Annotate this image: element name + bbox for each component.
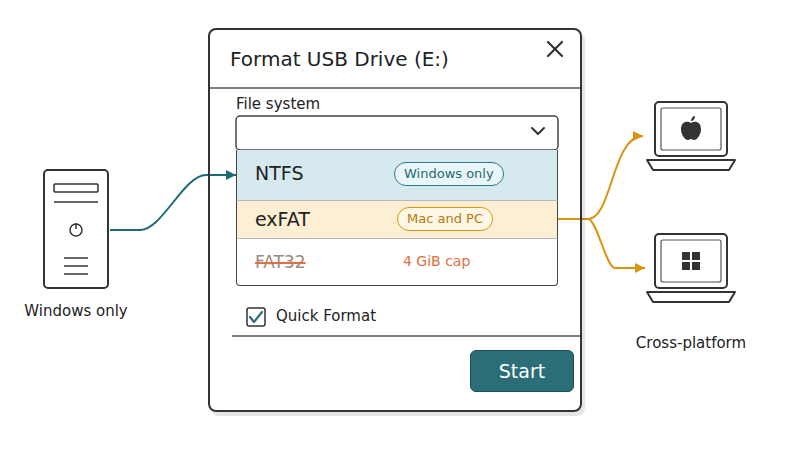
start-button: Start [470, 350, 574, 392]
node-text: NTFS [255, 162, 303, 185]
field-label: File system [236, 95, 320, 113]
node-text: 4 GiB cap [403, 253, 470, 270]
node-caption: Windows only [24, 302, 127, 320]
option-row: Mac and PC exFAT [236, 200, 558, 238]
checkbox-label: Quick Format [276, 307, 376, 325]
branch-arrow [588, 136, 643, 219]
tower-outline [42, 168, 110, 292]
dialog-window: Windows only NTFS Mac and PC exFAT FAT32 4 Gi… [208, 28, 582, 412]
option-row: FAT32 4 GiB cap [236, 238, 558, 286]
badge-pill: Windows only [394, 162, 504, 186]
laptop-outline [645, 230, 737, 306]
option-row: Windows only NTFS [236, 150, 558, 200]
node-text: exFAT [255, 208, 310, 231]
badge-pill: Mac and PC [397, 207, 493, 231]
node-text: Format USB Drive (E:) [230, 47, 449, 71]
node-text: Windows only [404, 166, 494, 182]
close-icon [548, 42, 562, 56]
node-text: Mac and PC [407, 211, 483, 227]
checkmark [250, 312, 262, 322]
dropdown-box [236, 116, 558, 150]
desktop-tower: Windows only [42, 168, 110, 292]
checkbox [247, 308, 265, 326]
connector-arrow [110, 175, 236, 230]
node-caption: Cross-platform [636, 334, 746, 352]
title-separator [210, 87, 580, 89]
dropdown-chevron [532, 128, 544, 134]
footer-separator [232, 335, 580, 337]
node-text: Start [499, 360, 545, 383]
windows-laptop: Cross-platform [645, 230, 737, 306]
connector-arrow [558, 219, 645, 268]
node-text: FAT32 [255, 252, 306, 272]
apple-laptop [647, 102, 735, 170]
